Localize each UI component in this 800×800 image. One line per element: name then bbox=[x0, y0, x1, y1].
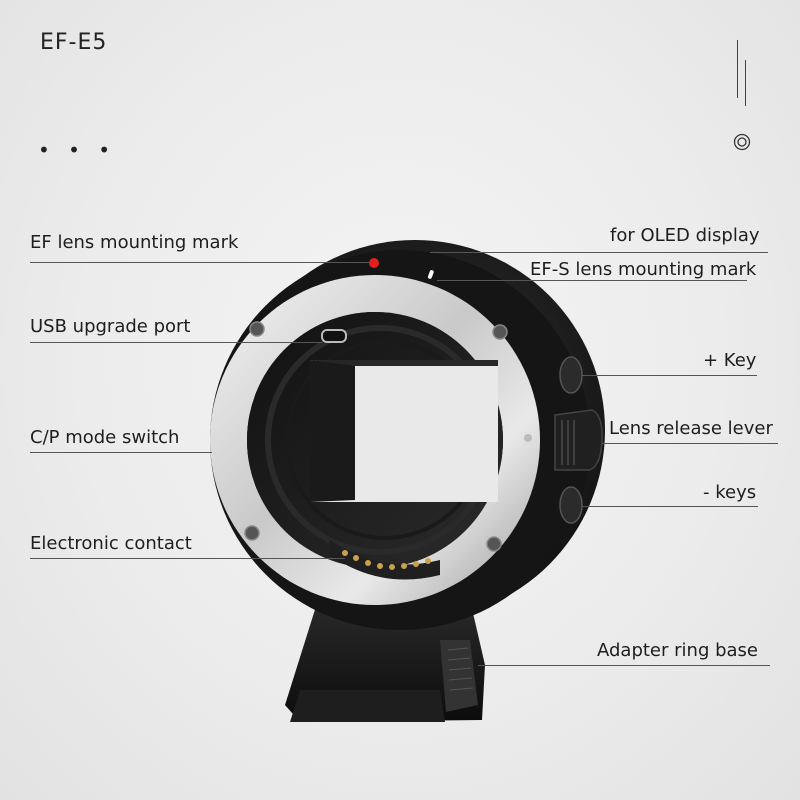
label-usb-port: USB upgrade port bbox=[30, 316, 191, 337]
label-adapter-base: Adapter ring base bbox=[597, 640, 758, 661]
target-icon[interactable] bbox=[733, 133, 751, 151]
plus-key[interactable] bbox=[559, 356, 583, 394]
decor-line-2 bbox=[745, 60, 746, 106]
leader-adapter-base bbox=[478, 665, 770, 666]
leader-usb-port bbox=[30, 342, 322, 343]
label-oled-display: for OLED display bbox=[610, 225, 760, 246]
mount-screws bbox=[244, 321, 508, 552]
label-lens-release-lever: Lens release lever bbox=[609, 418, 773, 439]
decor-line-1 bbox=[737, 40, 738, 98]
leader-lens-release-lever bbox=[602, 443, 778, 444]
label-ef-mount-mark: EF lens mounting mark bbox=[30, 232, 239, 253]
label-electronic-contact: Electronic contact bbox=[30, 533, 192, 554]
ef-mount-mark bbox=[369, 258, 379, 268]
more-icon[interactable]: • • • bbox=[38, 138, 117, 162]
usb-port[interactable] bbox=[321, 329, 347, 343]
leader-efs-mount-mark bbox=[437, 280, 747, 281]
label-cp-switch: C/P mode switch bbox=[30, 427, 180, 448]
efs-mount-mark bbox=[427, 270, 434, 279]
lens-release-lever[interactable] bbox=[554, 409, 603, 471]
minus-key[interactable] bbox=[559, 486, 583, 524]
leader-oled-display bbox=[430, 252, 768, 253]
electronic-contacts bbox=[330, 540, 440, 580]
label-plus-key: + Key bbox=[703, 350, 757, 371]
label-minus-keys: - keys bbox=[703, 482, 757, 503]
adapter-base bbox=[285, 600, 485, 722]
leader-minus-keys bbox=[582, 506, 758, 507]
leader-plus-key bbox=[582, 375, 757, 376]
leader-ef-mount-mark bbox=[30, 262, 370, 263]
leader-electronic-contact bbox=[30, 558, 345, 559]
leader-cp-switch bbox=[30, 452, 212, 453]
product-title: EF-E5 bbox=[40, 30, 108, 55]
label-efs-mount-mark: EF-S lens mounting mark bbox=[530, 259, 757, 280]
